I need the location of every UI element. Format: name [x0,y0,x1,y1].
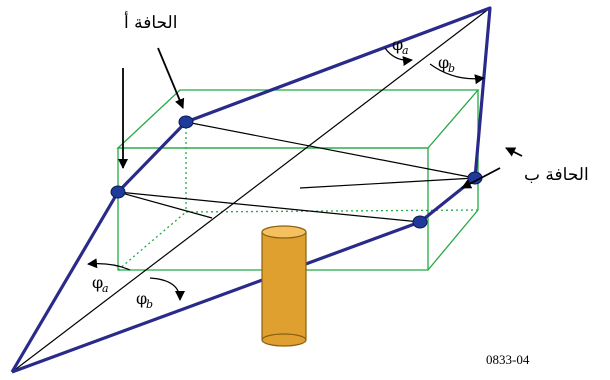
arc-phi-b-bottom [149,277,185,301]
angle-label-top-b: φ b [438,53,455,75]
angle-arcs [87,47,485,301]
arc-phi-a-bottom [87,258,131,271]
main-diagonal-ray [11,7,491,373]
phi-subscript: b [146,298,153,311]
phi-symbol: φ [438,53,449,72]
phi-subscript: a [402,44,409,57]
box-hidden-bottom [185,209,479,213]
arrow-edge-b-to-marker [461,167,501,189]
ray-cross-mid [299,177,476,189]
arc-phi-b-top [429,63,485,85]
figure-code: 0833-04 [486,352,530,367]
box-bottom-right-edge [427,209,479,271]
phi-subscript: a [102,282,109,295]
label-edge-a: الحافة أ [124,11,177,33]
angle-label-bottom-a: φ a [92,273,109,295]
cylinder-top [261,225,307,239]
marker-left [110,185,126,199]
box-hidden-diagonal [117,211,187,271]
marker-bottom-right [412,215,428,229]
ray-to-bottom-left [117,191,213,219]
cylinder-bottom [261,333,307,347]
phi-symbol: φ [136,289,147,308]
angle-label-top-a: φ a [392,35,409,57]
phi-symbol: φ [92,273,103,292]
phi-subscript: b [448,62,455,75]
angle-label-bottom-b: φ b [136,289,153,311]
phi-symbol: φ [392,35,403,54]
arrow-edge-b-pointer [505,147,523,157]
ray-lines [11,7,491,373]
building-box [116,89,480,271]
arc-phi-a-top [384,47,413,67]
cylinder-body [261,231,307,341]
ray-bottom-edge [117,191,421,223]
marker-top [178,115,194,129]
arrow-edge-a-to-top [157,47,185,109]
label-edge-b: الحافة ب [524,165,589,185]
ray-top-edge [185,121,476,179]
pointer-arrows [118,47,523,189]
obstacle-cylinder [261,225,307,347]
box-top-face [116,89,480,149]
